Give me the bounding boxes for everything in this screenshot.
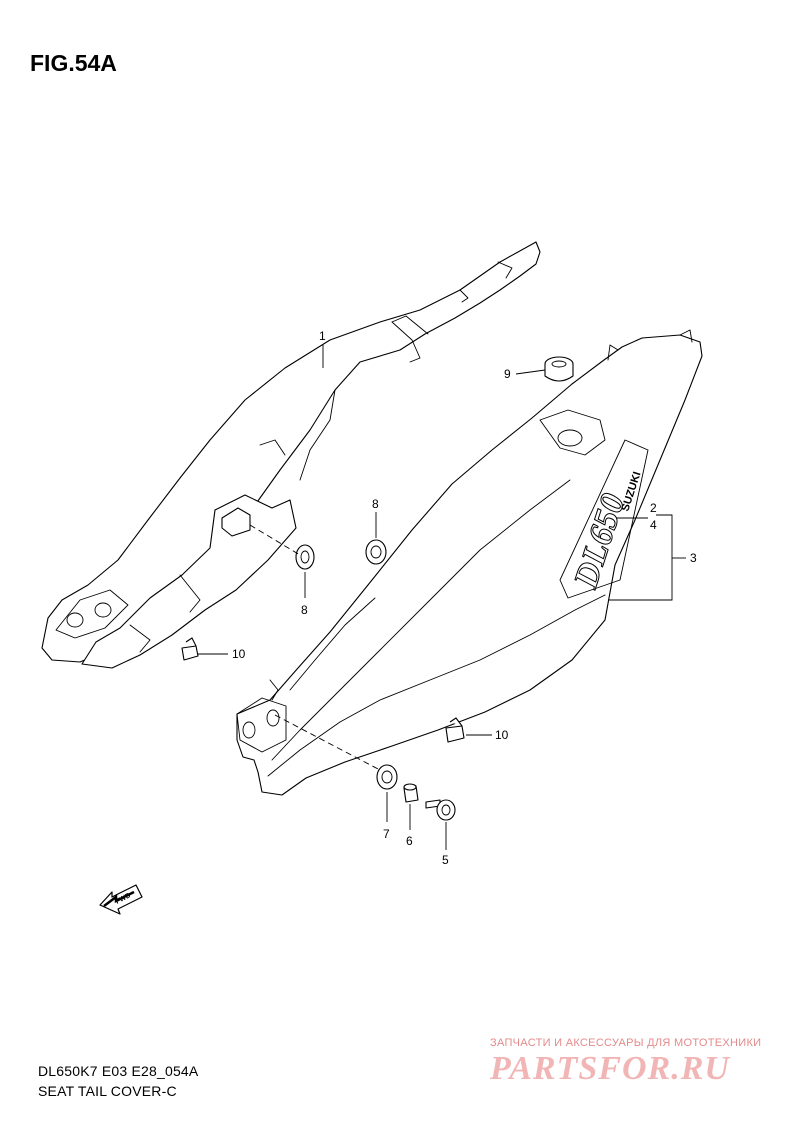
part-10-clip-left: [181, 637, 199, 661]
part-1-left-tail-cover: [41, 241, 541, 669]
callout-9: 9: [504, 367, 511, 381]
figure-name: SEAT TAIL COVER-C: [38, 1083, 177, 1099]
part-3-right-tail-cover: [236, 329, 703, 796]
callout-5: 5: [442, 853, 449, 867]
figure-code: DL650K7 E03 E28_054A: [38, 1063, 199, 1079]
callout-7: 7: [383, 827, 390, 841]
part-8-grommet-left: [295, 544, 315, 570]
callout-3: 3: [690, 551, 697, 565]
callout-8-left: 8: [301, 603, 308, 617]
part-10-clip-right: [445, 717, 465, 743]
callout-8-center: 8: [372, 497, 379, 511]
part-5-bolt: [425, 799, 456, 821]
callout-4: 4: [650, 518, 657, 532]
part-9-grommet: [544, 356, 574, 382]
callout-2: 2: [650, 501, 657, 515]
leader-lines: [198, 345, 686, 850]
callout-1: 1: [319, 329, 326, 343]
callout-6: 6: [406, 834, 413, 848]
callout-10-left: 10: [232, 647, 246, 661]
part-6-collar: [403, 783, 419, 803]
part-7-grommet: [376, 764, 398, 790]
figure-title: FIG.54A: [30, 50, 117, 76]
watermark-logo: PARTSFOR.RU: [490, 1050, 730, 1087]
callout-10-right: 10: [495, 728, 509, 742]
part-8-grommet-center: [365, 539, 387, 565]
watermark-tagline: ЗАПЧАСТИ И АКСЕССУАРЫ ДЛЯ МОТОТЕХНИКИ: [490, 1037, 762, 1049]
fwd-arrow-icon: FWD: [99, 884, 143, 915]
